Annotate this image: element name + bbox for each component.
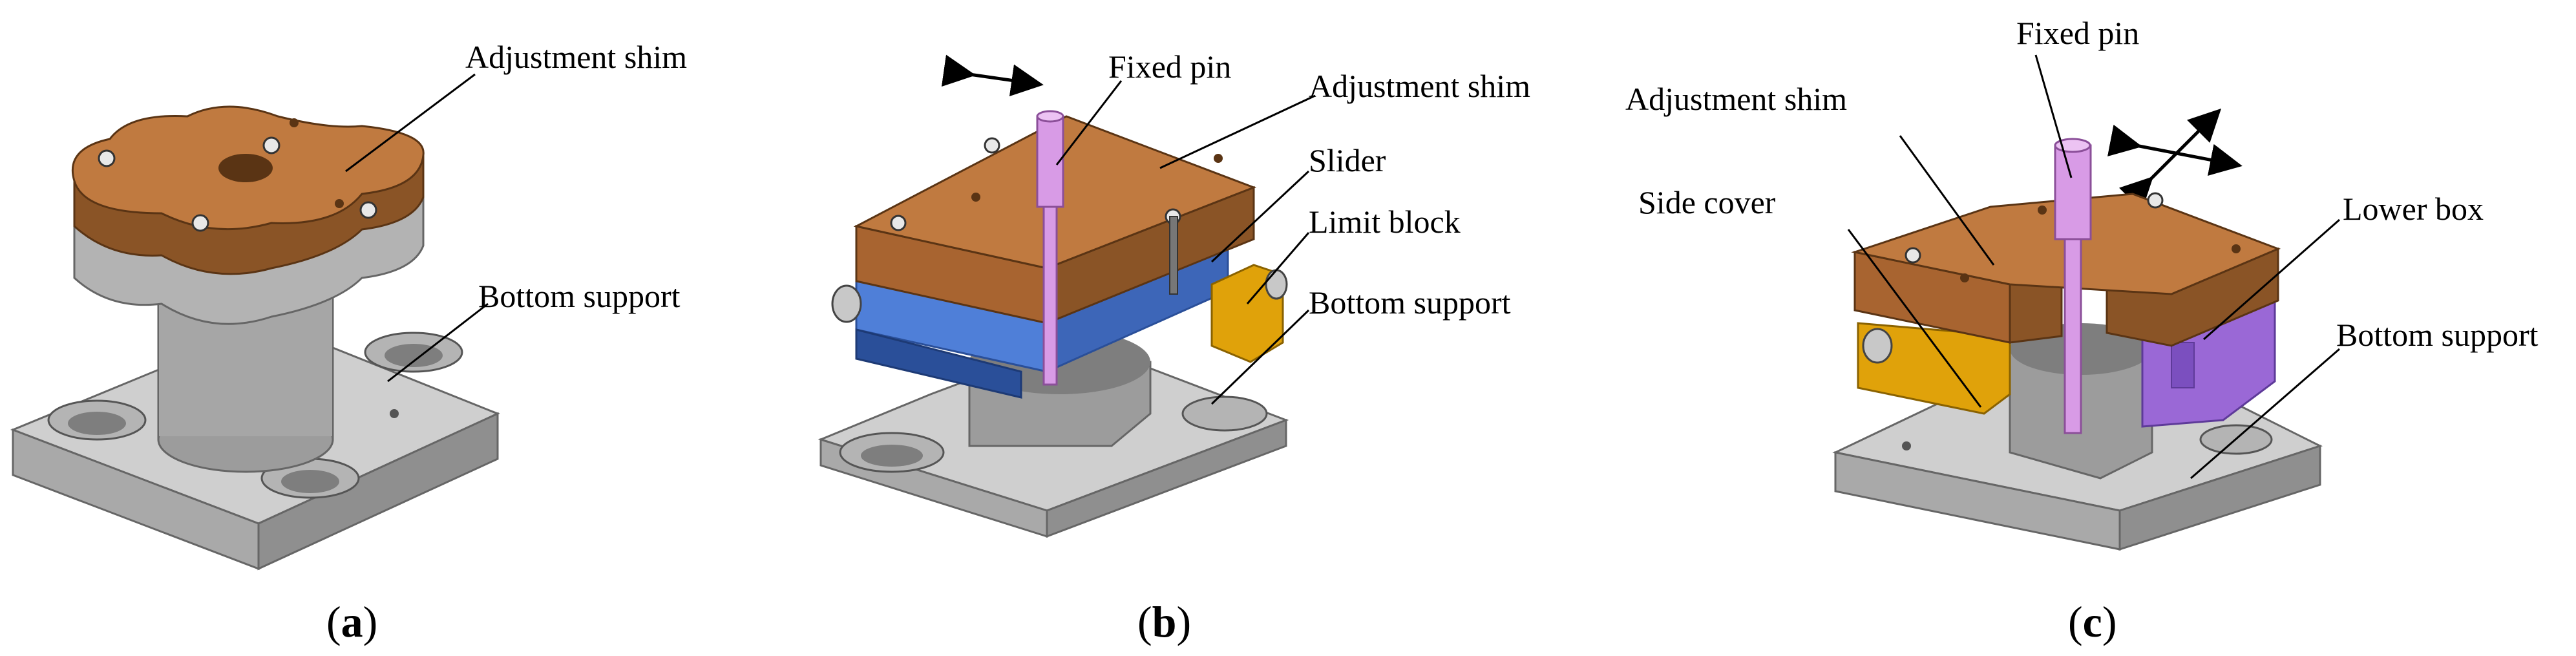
panel-a-leader-shim [345,73,476,173]
panel-b-leader-support [1210,309,1310,405]
panel-c-label-adjustment-shim: Adjustment shim [1625,81,1847,117]
panel-b-leader-slider [1210,170,1310,263]
panel-b-label-slider: Slider [1309,142,1386,178]
panel-c-leader-lower-box [2203,218,2340,341]
panel-b-caption: (b) [1137,597,1191,646]
panel-b-leader-shim [1159,94,1316,169]
panel-a-caption: (a) [326,597,377,646]
panel-b-screw [1169,216,1178,295]
panel-c-leader-support [2190,348,2340,480]
panel-c-leader-side-cover [1847,229,1982,408]
panel-a-label-bottom-support: Bottom support [478,278,681,314]
panel-b-motion-arrow [941,54,1044,97]
panel-a-drawing [10,73,500,571]
panel-c-side-cover [1857,322,2011,415]
panel-c-leader-pin [2034,54,2073,178]
panel-b-limit-block [1210,264,1288,363]
panel-c-label-bottom-support: Bottom support [2336,317,2539,353]
panel-b-leader-pin [1055,80,1123,165]
panel-c-motion-arrows [2107,108,2243,211]
panel-b-leader-limit [1246,232,1310,304]
panel-a-adjustment-shim [71,105,425,275]
panel-b-label-adjustment-shim: Adjustment shim [1309,68,1530,104]
panel-b-label-limit-block: Limit block [1309,204,1461,240]
panel-c-fixed-pin [2054,138,2092,434]
panel-a-leader-support [387,302,489,383]
panel-c-leader-shim [1899,135,1995,266]
panel-c-label-fixed-pin: Fixed pin [2016,15,2139,51]
panel-c-caption: (c) [2068,597,2117,646]
panel-c-label-lower-box: Lower box [2343,191,2484,227]
panel-a-label-adjustment-shim: Adjustment shim [465,39,687,75]
panel-b-label-bottom-support: Bottom support [1309,284,1511,321]
panel-b-drawing [818,54,1316,538]
panel-c-label-side-cover: Side cover [1638,184,1776,220]
panel-c-drawing [1832,54,2340,551]
panel-b-label-fixed-pin: Fixed pin [1108,48,1231,85]
